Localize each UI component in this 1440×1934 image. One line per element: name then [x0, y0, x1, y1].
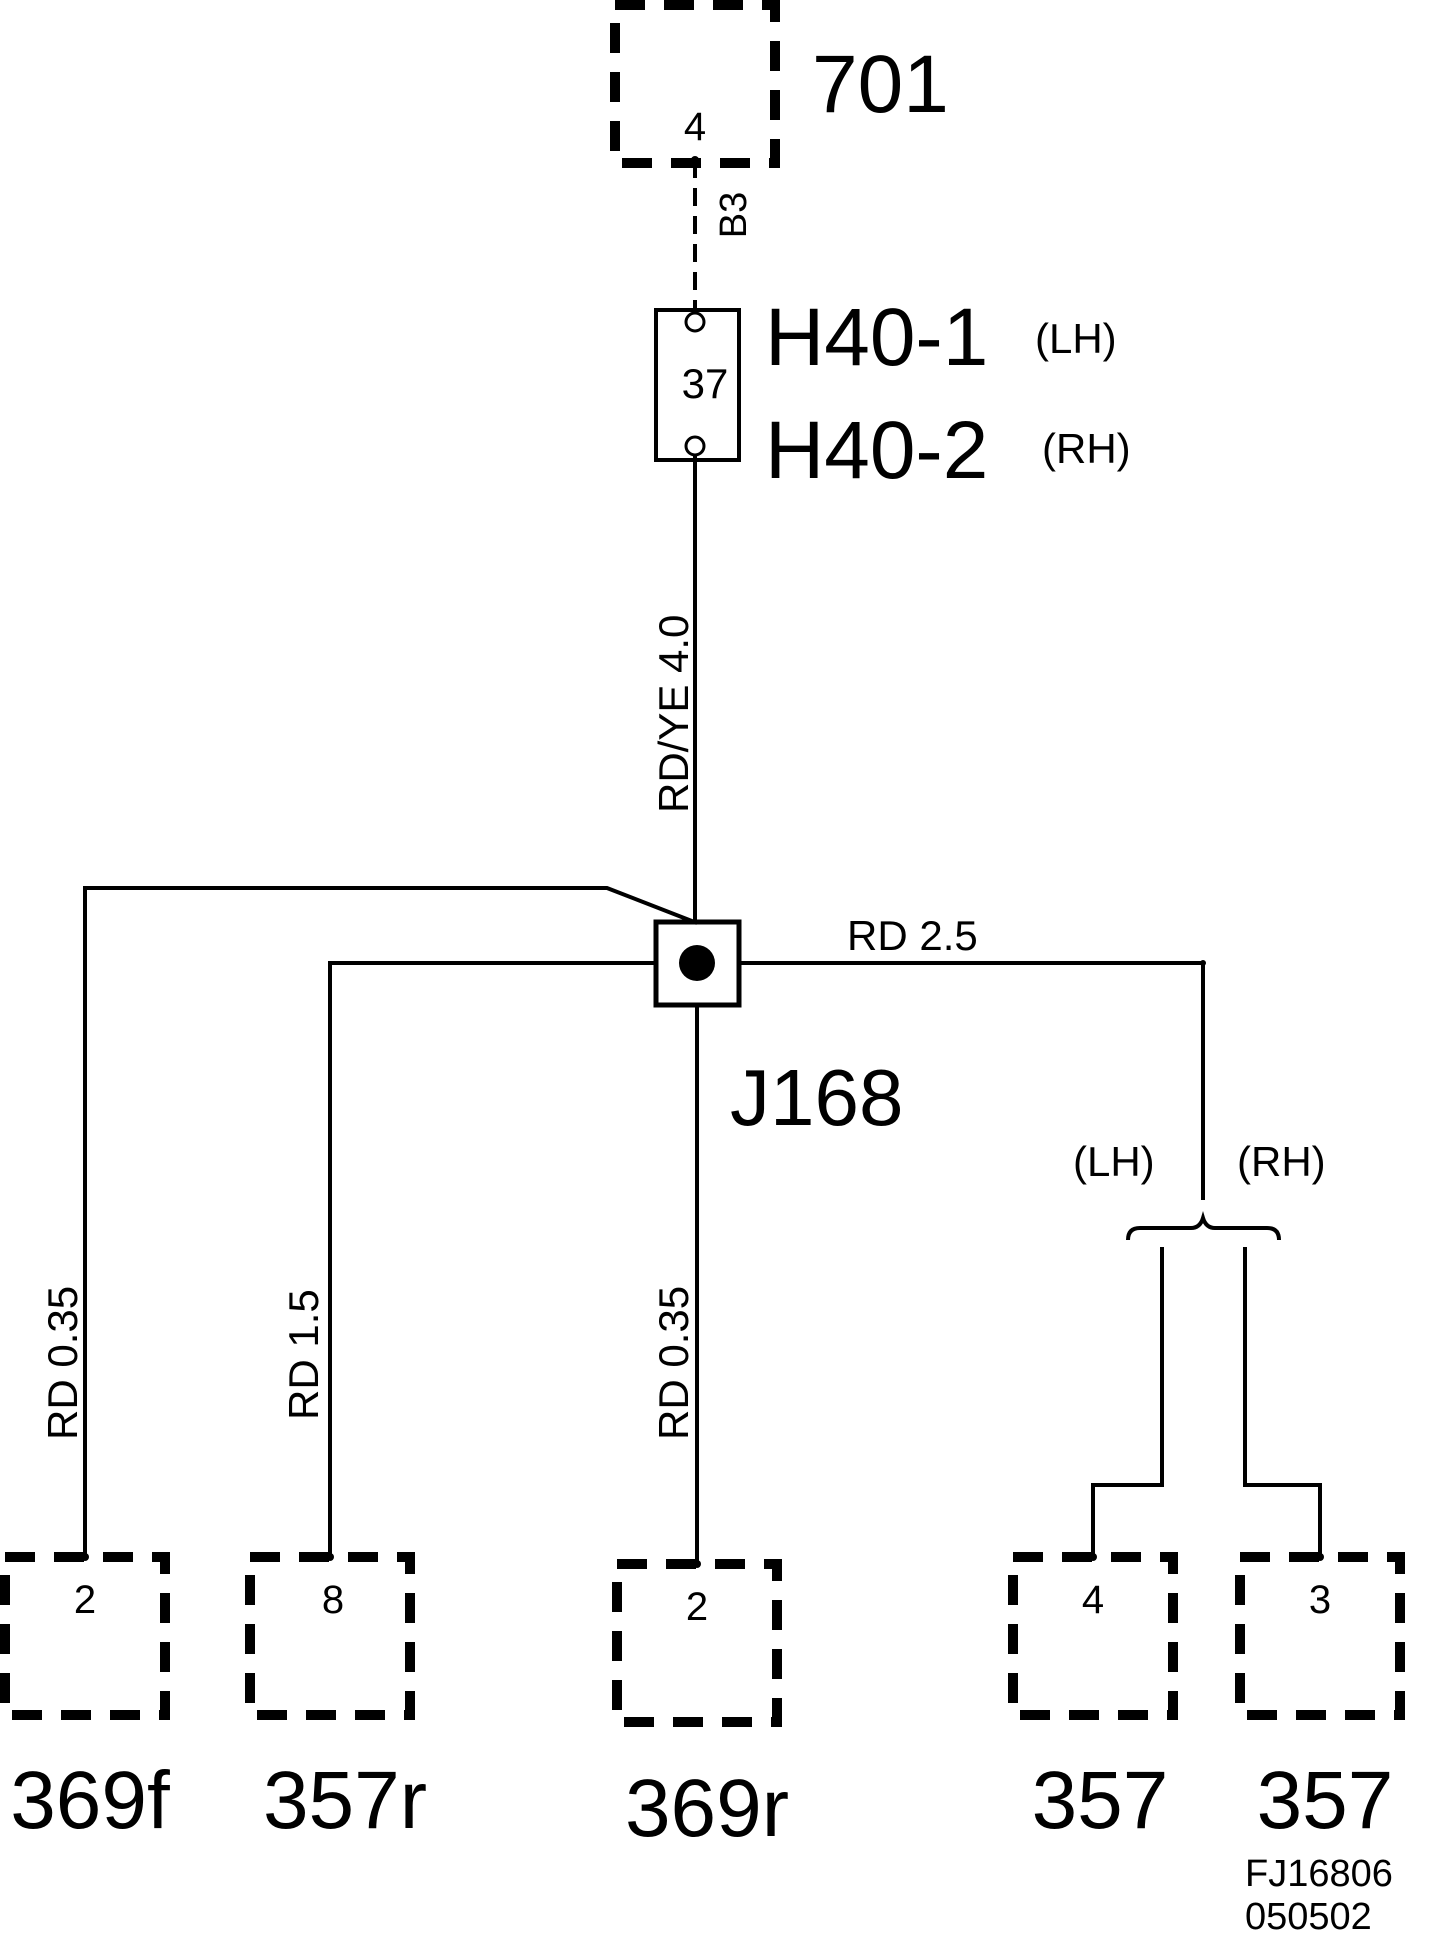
right-wire-label: RD 2.5: [847, 912, 978, 959]
connector-369r-label: 369r: [625, 1763, 789, 1854]
connector-357-rh-label: 357: [1257, 1755, 1394, 1846]
figure-date: 050502: [1245, 1896, 1372, 1934]
connector-357-lh-terminal: [1089, 1553, 1097, 1561]
fuse-name-rh: H40-2: [765, 405, 988, 496]
fuse-side-rh: (RH): [1042, 425, 1131, 472]
connector-357r-label: 357r: [263, 1755, 427, 1846]
fuse-side-lh: (LH): [1035, 315, 1117, 362]
wire-357-lh: [1091, 1247, 1164, 1555]
junction-label: J168: [730, 1053, 903, 1142]
fuse-box: [654, 308, 741, 462]
component-701-label: 701: [812, 39, 949, 130]
branch-lh-label: (LH): [1073, 1138, 1155, 1185]
wire-369f: [83, 886, 698, 1555]
component-701-pin: 4: [684, 105, 706, 149]
fuse-name-lh: H40-1: [765, 292, 988, 383]
branch-rh-label: (RH): [1237, 1138, 1326, 1185]
connector-357-lh-label: 357: [1032, 1755, 1169, 1846]
connector-357-rh-terminal: [1316, 1553, 1324, 1561]
wire-369r-label: RD 0.35: [650, 1286, 697, 1440]
connector-369f-terminal: [81, 1553, 89, 1561]
wire-369f-label: RD 0.35: [39, 1286, 86, 1440]
b3-label: B3: [713, 192, 755, 238]
fuse-number: 37: [682, 360, 729, 407]
connector-357r-box: [245, 1552, 415, 1720]
wire-357r-label: RD 1.5: [280, 1289, 327, 1420]
connector-369f-label: 369f: [10, 1755, 170, 1846]
connector-369f-pin: 2: [74, 1578, 96, 1622]
connector-357-lh-pin: 4: [1082, 1578, 1104, 1622]
fuse-bottom-terminal: [684, 435, 706, 457]
connector-369f-box: [0, 1552, 170, 1720]
branch-brace: [1126, 1211, 1281, 1241]
component-701-terminal: [691, 156, 699, 164]
connector-357-rh-box: [1235, 1552, 1405, 1720]
connector-369r-pin: 2: [686, 1585, 708, 1629]
connector-357r-terminal: [326, 1553, 334, 1561]
connector-357-rh-pin: 3: [1309, 1578, 1331, 1622]
wire-357r: [328, 961, 656, 1555]
connector-357-lh-box: [1008, 1552, 1178, 1720]
connector-369r-terminal: [693, 1560, 701, 1568]
connector-369r-box: [612, 1559, 782, 1727]
wire-357-bend: [1200, 960, 1206, 966]
junction-node: [679, 945, 715, 981]
main-wire-label: RD/YE 4.0: [650, 615, 697, 813]
connector-357r-pin: 8: [322, 1578, 344, 1622]
fuse-top-terminal: [684, 311, 706, 333]
wire-357-rh: [1243, 1247, 1322, 1555]
figure-code: FJ16806: [1245, 1853, 1393, 1895]
